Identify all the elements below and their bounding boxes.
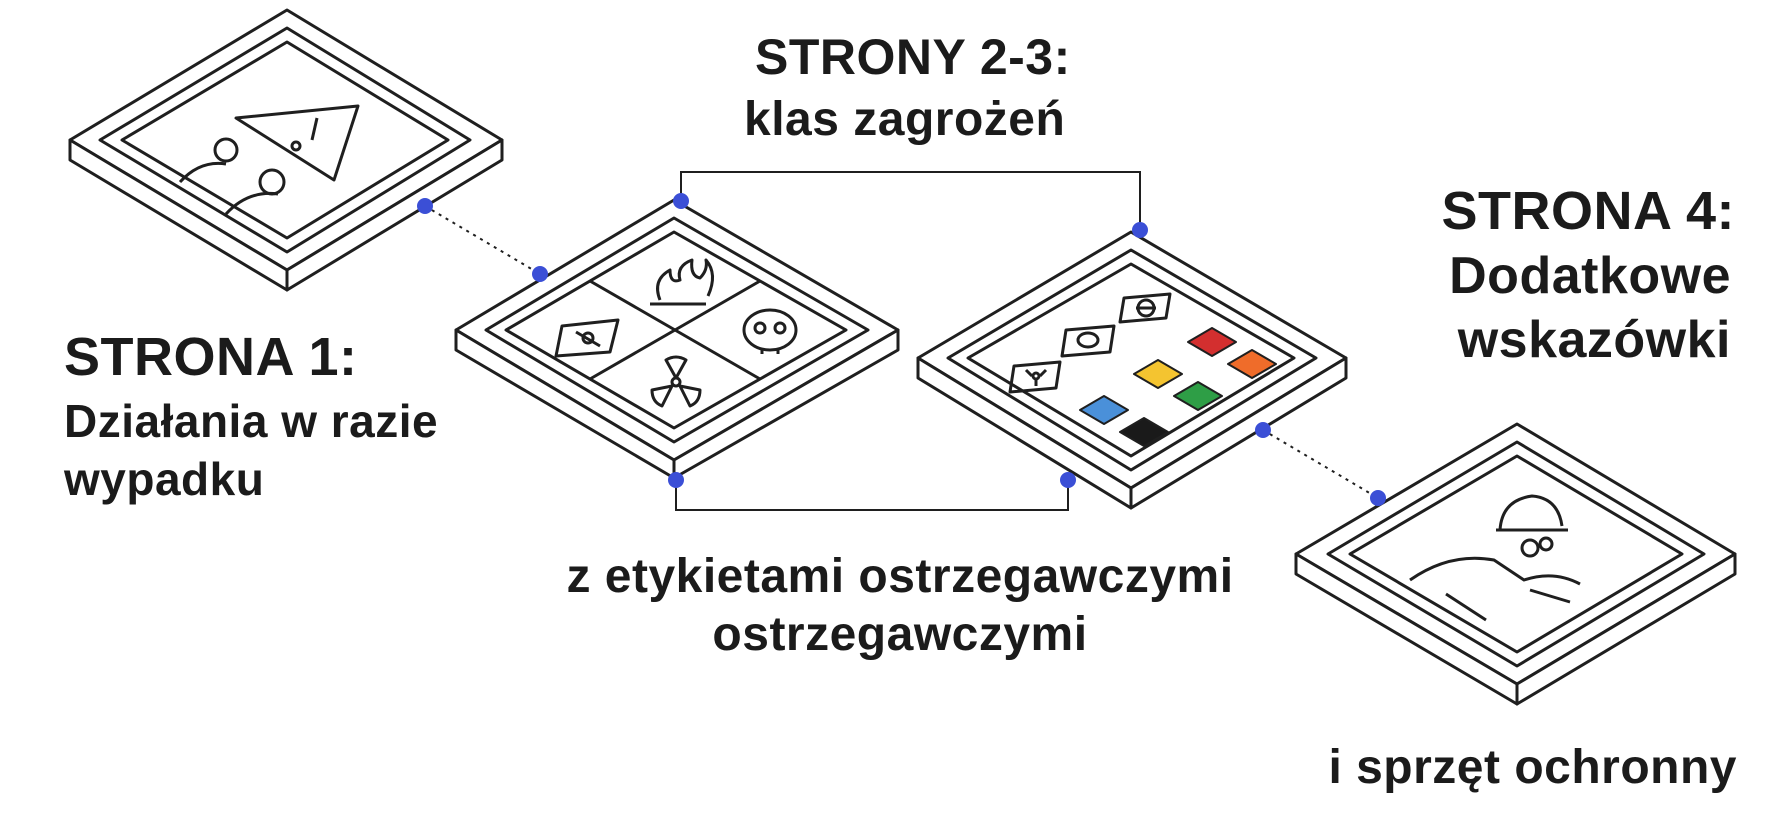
connectors	[424, 171, 1379, 511]
connector-dot	[1060, 472, 1076, 488]
panel-hazard-classes	[454, 198, 900, 480]
skull-icon	[742, 308, 798, 354]
target-label-icon	[1118, 292, 1172, 324]
pages23-description: klas zagrożeń	[744, 93, 1066, 146]
fire-icon	[650, 258, 714, 306]
connector-dot	[673, 193, 689, 209]
connector-2-3-top	[680, 171, 1141, 230]
connector-dot	[1370, 490, 1386, 506]
people-icon	[178, 137, 286, 216]
warning-triangle-icon	[234, 104, 360, 182]
color-swatches	[1079, 327, 1277, 447]
connector-dot	[668, 472, 684, 488]
pages23-title: STRONY 2-3:	[755, 29, 1071, 85]
worker-with-gas-mask-icon	[1409, 494, 1581, 622]
page1-description: Działania w razie wypadku	[64, 395, 439, 505]
page1-title: STRONA 1:	[64, 327, 358, 387]
connector-1-2	[424, 205, 541, 275]
page4-title: STRONA 4:	[1441, 181, 1735, 241]
radiation-label-icon	[1008, 360, 1062, 394]
connector-dot	[417, 198, 433, 214]
connector-dot	[532, 266, 548, 282]
pages23-bottom-text: z etykietami ostrzegawczymi ostrzegawczy…	[566, 550, 1234, 661]
radiation-icon	[650, 355, 702, 408]
explosive-icon	[554, 318, 620, 358]
connector-dot	[1255, 422, 1271, 438]
page4-description: Dodatkowe wskazówki	[1449, 247, 1731, 369]
page4-bottom-text: i sprzęt ochronny	[1328, 741, 1737, 794]
connector-dots	[417, 193, 1386, 506]
panel-warning-labels	[916, 230, 1348, 510]
connector-dot	[1132, 222, 1148, 238]
panel-accident-actions	[68, 8, 504, 292]
connector-2-3-bottom	[675, 480, 1069, 511]
skull-label-icon	[1060, 324, 1116, 358]
panel-protective-equipment	[1294, 422, 1737, 706]
connector-3-4	[1262, 429, 1379, 499]
